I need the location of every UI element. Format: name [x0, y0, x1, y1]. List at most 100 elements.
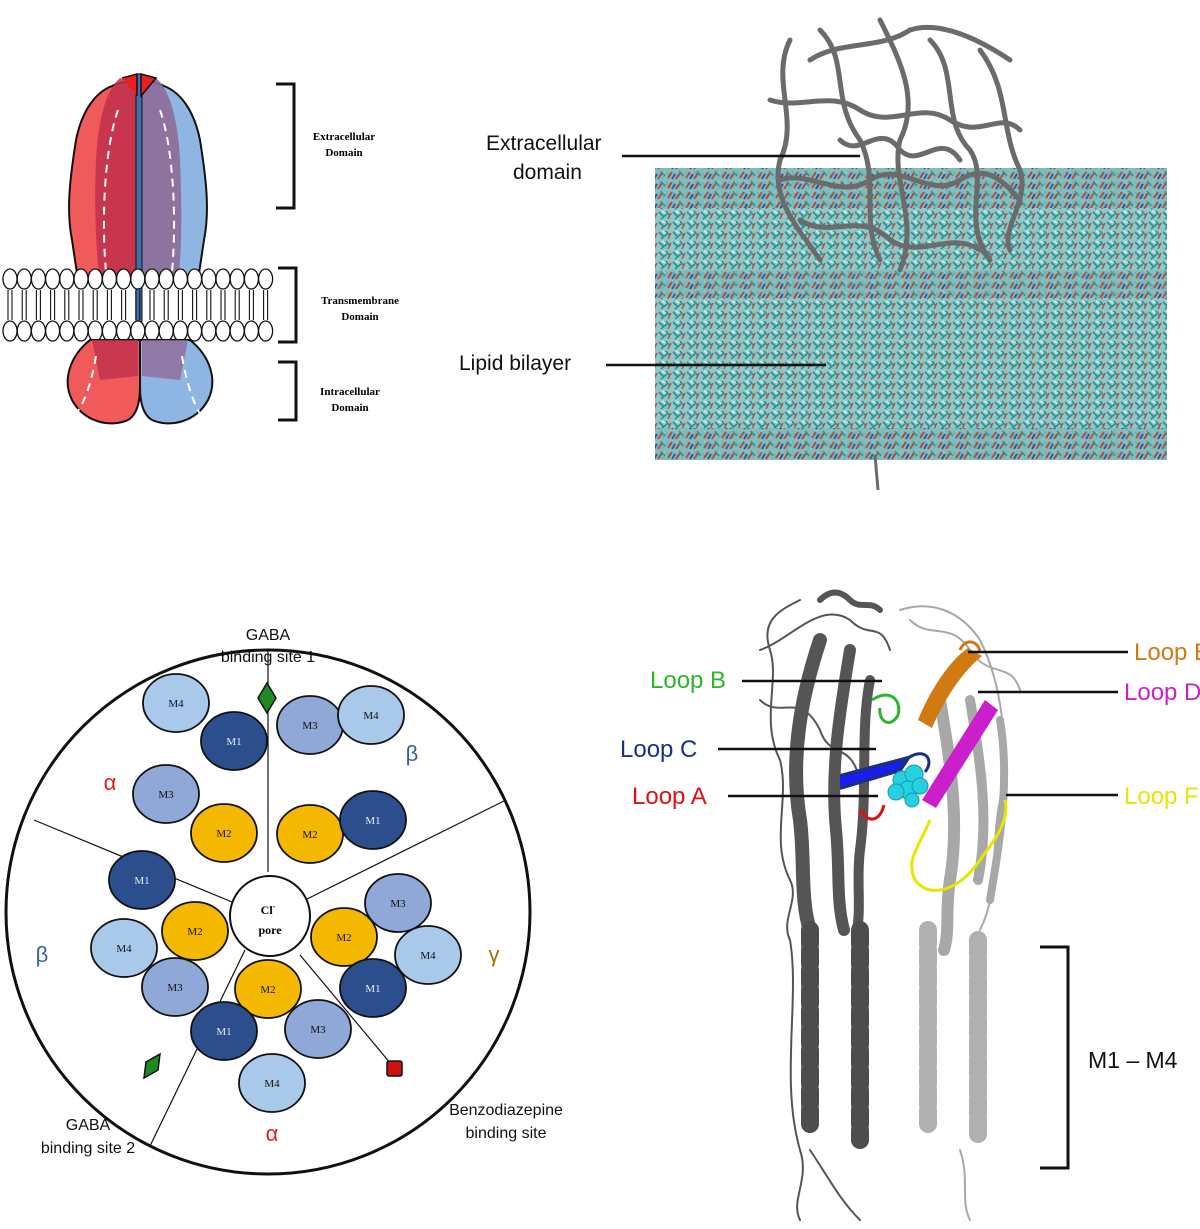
- subunit-alpha-bottom: α: [266, 1121, 279, 1146]
- bracket-extracellular: [276, 82, 296, 210]
- helix-m2: M2: [190, 803, 258, 863]
- helix-m1: M1: [190, 1001, 258, 1061]
- lipid-head: [215, 320, 231, 342]
- helix-m3: M3: [284, 999, 352, 1059]
- svg-text:M3: M3: [167, 982, 183, 994]
- lipid-head: [130, 268, 146, 290]
- lipid-head: [186, 320, 203, 342]
- label-extracellular-domain-line1: Extracellular: [486, 132, 602, 155]
- svg-text:M3: M3: [302, 720, 318, 732]
- dark-tm-helices: [801, 921, 869, 1149]
- lipid-head: [73, 320, 89, 342]
- lipid-head: [172, 268, 189, 290]
- lipid-head: [44, 268, 61, 290]
- lipid-head: [229, 320, 245, 342]
- label-lipid-bilayer: Lipid bilayer: [459, 352, 571, 375]
- helix-m1: M1: [339, 790, 407, 850]
- label-transmembrane-line1: Transmembrane: [321, 295, 399, 307]
- lipid-head: [115, 268, 132, 290]
- loop-b-structure: [871, 693, 901, 725]
- bound-ligand-spheres: [887, 764, 929, 808]
- label-loop-b: Loop B: [650, 667, 726, 694]
- helix-m4: M4: [142, 673, 210, 733]
- svg-text:M1: M1: [216, 1026, 231, 1038]
- benzodiazepine-site-marker: [386, 1060, 403, 1077]
- purple-overlap: [142, 78, 182, 282]
- gaba-site-1-label-line2: binding site 1: [221, 649, 315, 666]
- helix-m2: M2: [276, 804, 344, 864]
- loop-a-structure: [858, 804, 886, 821]
- lipid-head: [144, 320, 160, 342]
- bracket-intracellular: [278, 360, 298, 422]
- subunit-beta-left: β: [36, 942, 49, 967]
- svg-text:M1: M1: [134, 875, 149, 887]
- lipid-head: [158, 320, 174, 342]
- svg-text:M1: M1: [365, 815, 380, 827]
- lipid-head: [243, 320, 260, 342]
- lipid-head: [144, 268, 160, 290]
- svg-text:M4: M4: [420, 950, 436, 962]
- panel-d-subunit-structure: Loop B Loop C Loop A Loop E Loop D Loop …: [620, 589, 1200, 1221]
- subunit-alpha-top: α: [104, 770, 117, 795]
- gaba-site-2-label-line2: binding site 2: [41, 1140, 135, 1157]
- lipid-head: [101, 320, 118, 342]
- lipid-head: [243, 268, 260, 290]
- loop-d-structure: [922, 700, 998, 808]
- lipid-head: [30, 268, 47, 290]
- pore-label-line2: pore: [258, 923, 282, 937]
- subunit-divider: [304, 799, 507, 901]
- label-intracellular-line2: Domain: [331, 402, 368, 414]
- lipid-head: [172, 320, 189, 342]
- light-tm-helices: [919, 921, 987, 1149]
- label-extracellular-domain-line2: domain: [513, 161, 582, 184]
- dark-subunit-render: [759, 589, 891, 1221]
- lipid-head: [257, 320, 274, 342]
- svg-text:M4: M4: [116, 943, 132, 955]
- lipid-head: [59, 268, 75, 290]
- helix-m1: M1: [108, 850, 176, 910]
- helix-m2: M2: [310, 907, 378, 967]
- svg-text:M4: M4: [168, 698, 184, 710]
- lipid-head: [101, 268, 118, 290]
- label-loop-e: Loop E: [1134, 639, 1200, 666]
- svg-text:M2: M2: [260, 984, 275, 996]
- lipid-head: [201, 320, 217, 342]
- helix-m3: M3: [141, 957, 209, 1017]
- lipid-head: [115, 320, 132, 342]
- lipid-bilayer-render: [655, 168, 1167, 460]
- lipid-head: [2, 320, 18, 342]
- svg-text:M1: M1: [365, 983, 380, 995]
- protein-extracellular-render: [767, 17, 1025, 273]
- svg-text:M4: M4: [363, 710, 379, 722]
- loop-c-structure: [839, 754, 913, 790]
- helix-m4: M4: [394, 925, 462, 985]
- lipid-head: [44, 320, 61, 342]
- lipid-head: [73, 268, 89, 290]
- label-loop-f: Loop F: [1124, 783, 1199, 810]
- lipid-head: [2, 268, 18, 290]
- subunit-gamma: γ: [489, 942, 500, 967]
- label-transmembrane-line2: Domain: [341, 311, 378, 323]
- loop-e-structure: [918, 648, 982, 728]
- helix-m1: M1: [200, 711, 268, 771]
- gaba-site-2-marker: [143, 1052, 161, 1080]
- gaba-site-2-label-line1: GABA: [66, 1117, 111, 1134]
- bzd-site-label-line1: Benzodiazepine: [449, 1102, 563, 1119]
- lipid-head: [16, 268, 32, 290]
- lipid-head: [30, 320, 47, 342]
- helix-m1: M1: [339, 958, 407, 1018]
- svg-text:M4: M4: [264, 1078, 280, 1090]
- gaba-site-1-marker: [257, 681, 277, 715]
- label-m1-m4: M1 – M4: [1088, 1047, 1178, 1073]
- gaba-site-1-label-line1: GABA: [246, 627, 291, 644]
- label-intracellular-line1: Intracellular: [320, 386, 380, 398]
- svg-text:M3: M3: [310, 1024, 326, 1036]
- bracket-m1-m4: [1040, 945, 1070, 1170]
- loop-e-hairpin: [958, 640, 982, 653]
- helix-m4: M4: [238, 1053, 306, 1113]
- subunit-beta-top: β: [406, 741, 419, 766]
- svg-text:M2: M2: [187, 926, 202, 938]
